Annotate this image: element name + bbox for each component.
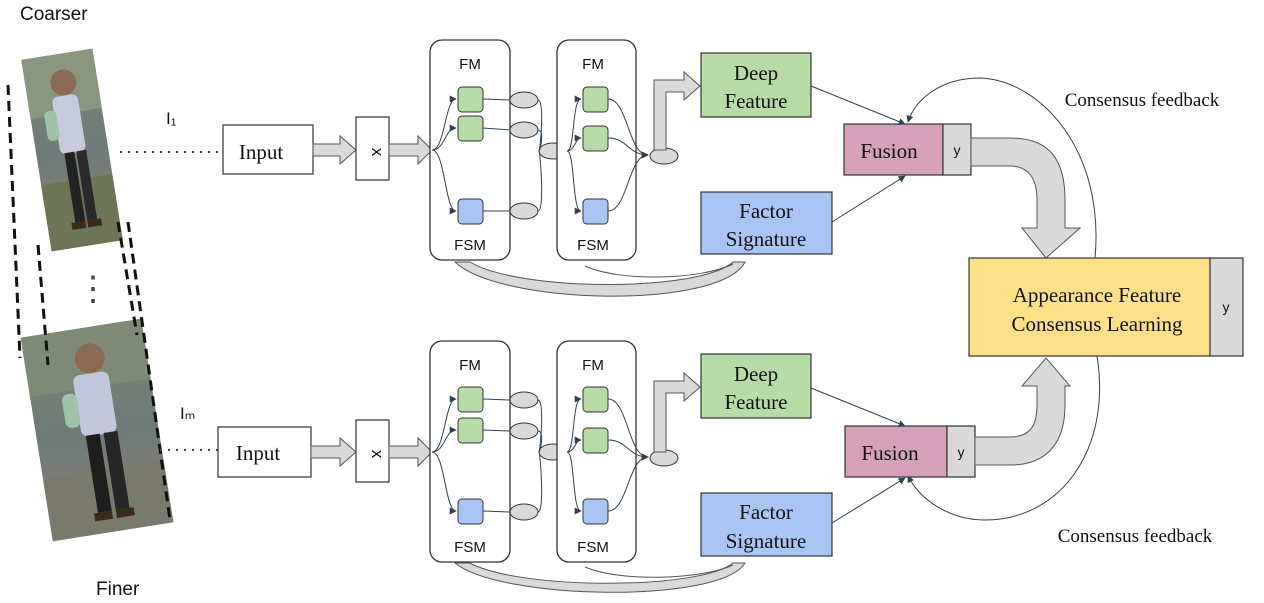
fusion-box-bottom — [844, 425, 948, 478]
x-text-top: x — [368, 148, 387, 157]
fsm-label-1-bottom: FSM — [454, 539, 486, 556]
fsm-node-1-top — [457, 198, 484, 225]
pool-node-1a-top — [509, 91, 539, 109]
zoom-dashed-lines — [6, 84, 172, 521]
factor-signature-line1-top: Factor — [739, 199, 793, 223]
fusion-box-top — [843, 123, 944, 176]
fm-node-2a-top — [582, 86, 609, 113]
module-1-top — [429, 39, 511, 261]
pool-node-1b-bottom — [509, 422, 539, 440]
coarser-label: Coarser — [20, 4, 88, 25]
factor-signature-line2-bottom: Signature — [726, 529, 806, 553]
block-arrow-to-deep-top — [653, 70, 701, 151]
consensus-feedback-label-bottom: Consensus feedback — [1058, 526, 1213, 547]
person-image-coarse — [21, 48, 123, 252]
signature-to-fusion-bottom — [831, 477, 906, 524]
factor-signature-line1-bottom: Factor — [739, 500, 793, 524]
input-box-bottom — [217, 426, 312, 478]
module-1-bottom — [429, 340, 511, 563]
ellipsis: ⋮ — [76, 271, 110, 308]
person-image-fine — [20, 318, 174, 542]
deep-feature-line2-top: Feature — [725, 89, 788, 113]
module-1-edges-top — [431, 95, 457, 215]
block-arrow-x-module-bottom — [388, 436, 433, 468]
consensus-line1: Appearance Feature — [1013, 283, 1181, 307]
finer-label: Finer — [96, 579, 140, 600]
fsm-label-2-bottom: FSM — [577, 539, 609, 556]
input-text-top: Input — [239, 140, 283, 164]
x-box-bottom — [355, 419, 390, 483]
input-label-l1: I₁ — [166, 109, 177, 128]
deep-feature-line2-bottom: Feature — [725, 390, 788, 414]
signature-feedback-arrow-top — [453, 261, 746, 297]
fusion-text-bottom: Fusion — [861, 441, 919, 465]
feedback-curve-top — [906, 77, 1097, 259]
fm-node-1b-top — [457, 115, 484, 142]
pipeline-top: Input x FM FSM FM FSM — [222, 39, 1220, 297]
input-text-bottom: Input — [236, 441, 280, 465]
input-label-lm: Iₘ — [180, 404, 195, 423]
pipeline-bottom: Input x FM FSM FM FSM — [217, 340, 1213, 593]
deep-to-fusion-top — [810, 85, 906, 125]
block-arrow-x-module-top — [388, 134, 433, 166]
pool-node-1c-bottom — [509, 503, 539, 521]
x-text-bottom: x — [368, 450, 387, 459]
fm-node-2a-bottom — [582, 386, 609, 413]
fsm-node-2-top — [582, 198, 609, 225]
fm-label-1-bottom: FM — [459, 357, 481, 374]
factor-signature-box-top — [700, 191, 833, 255]
block-arrow-fusion-consensus-top — [970, 137, 1082, 259]
fm-node-1a-top — [457, 86, 484, 113]
consensus-y-text: y — [1223, 299, 1230, 315]
fusion-text-top: Fusion — [860, 139, 918, 163]
fusion-y-text-bottom: y — [958, 444, 965, 460]
deep-feature-box-top — [700, 52, 812, 118]
fm-label-2-top: FM — [582, 56, 604, 73]
deep-feature-line1-top: Deep — [734, 61, 778, 85]
deep-feature-line1-bottom: Deep — [734, 362, 778, 386]
block-arrow-to-deep-bottom — [653, 371, 701, 453]
factor-signature-line2-top: Signature — [726, 227, 806, 251]
consensus-line2: Consensus Learning — [1012, 312, 1183, 336]
fm-node-1a-bottom — [457, 386, 484, 413]
fsm-label-1-top: FSM — [454, 237, 486, 254]
fm-node-2b-bottom — [582, 427, 609, 454]
pool-node-1b-top — [509, 121, 539, 139]
consensus-y-box — [1209, 257, 1244, 357]
fm-label-2-bottom: FM — [582, 357, 604, 374]
fusion-y-box-bottom — [946, 425, 976, 478]
fsm-node-1-bottom — [457, 498, 484, 525]
block-arrow-input-x-bottom — [310, 436, 357, 468]
block-arrow-fusion-consensus-bottom — [974, 357, 1072, 466]
deep-feature-box-bottom — [700, 353, 812, 419]
fm-node-1b-bottom — [457, 417, 484, 444]
signature-to-fusion-top — [831, 175, 906, 223]
deep-to-fusion-bottom — [810, 387, 906, 427]
pool-node-1a-bottom — [509, 391, 539, 409]
pool-node-1c-top — [509, 202, 539, 220]
signature-feedback-arrow-bottom — [453, 562, 746, 593]
fusion-y-text-top: y — [954, 142, 961, 158]
block-arrow-input-x-top — [312, 134, 357, 166]
factor-signature-box-bottom — [700, 492, 833, 557]
fm-node-2b-top — [582, 125, 609, 152]
x-box-top — [355, 116, 390, 181]
feedback-curve-bottom — [907, 355, 1101, 521]
fm-label-1-top: FM — [459, 56, 481, 73]
consensus-feedback-label-top: Consensus feedback — [1065, 90, 1220, 111]
consensus-box — [968, 257, 1211, 357]
consensus-learning: Appearance Feature Consensus Learning y — [968, 257, 1244, 357]
fsm-label-2-top: FSM — [577, 237, 609, 254]
fsm-node-2-bottom — [582, 498, 609, 525]
